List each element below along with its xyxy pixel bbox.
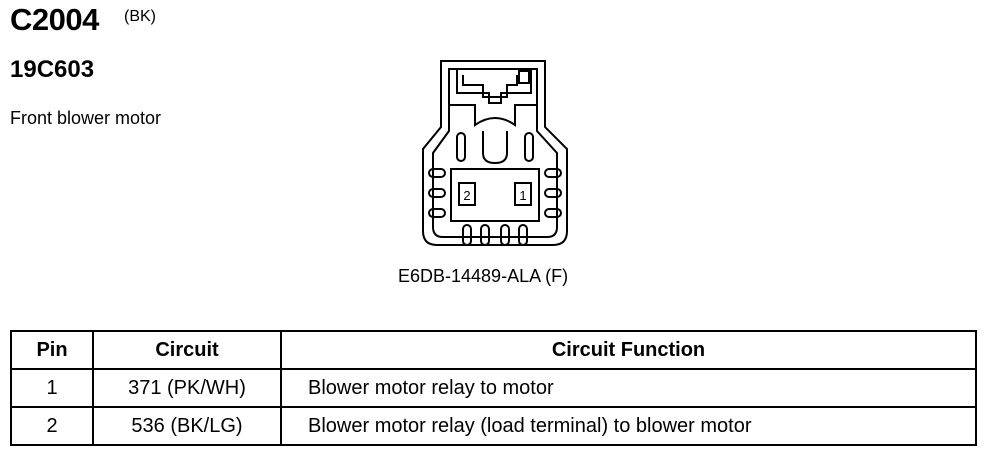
header-pin: Pin [10, 330, 94, 370]
pin-2-label: 2 [463, 188, 470, 203]
component-description: Front blower motor [10, 108, 162, 128]
table-header-row: Pin Circuit Circuit Function [10, 330, 977, 370]
pin-2-box [458, 182, 476, 206]
cell-pin: 2 [10, 406, 94, 446]
table-row: 2 536 (BK/LG) Blower motor relay (load t… [10, 406, 977, 446]
locking-tab [456, 69, 532, 104]
pin-1-box [514, 182, 532, 206]
part-number: E6DB-14489-ALA (F) [398, 266, 569, 286]
connector-color: (BK) [124, 8, 156, 25]
tab-window [518, 70, 530, 84]
cell-pin: 1 [10, 368, 94, 408]
cell-function: Blower motor relay to motor [280, 368, 977, 408]
connector-housing-outline [422, 60, 568, 246]
component-id: 19C603 [10, 56, 95, 83]
terminal-cavity [450, 168, 540, 222]
cell-function: Blower motor relay (load terminal) to bl… [280, 406, 977, 446]
connector-face-diagram: 2 1 [422, 60, 568, 246]
cell-circuit: 536 (BK/LG) [92, 406, 282, 446]
keyway [482, 131, 508, 165]
table-row: 1 371 (PK/WH) Blower motor relay to moto… [10, 368, 977, 408]
pin-1-label: 1 [519, 188, 526, 203]
connector-inner-outline [432, 68, 558, 238]
pin-table: Pin Circuit Circuit Function 1 371 (PK/W… [10, 330, 977, 446]
header-circuit: Circuit [92, 330, 282, 370]
connector-id: C2004 [10, 2, 99, 37]
cell-circuit: 371 (PK/WH) [92, 368, 282, 408]
header-circuit-function: Circuit Function [280, 330, 977, 370]
